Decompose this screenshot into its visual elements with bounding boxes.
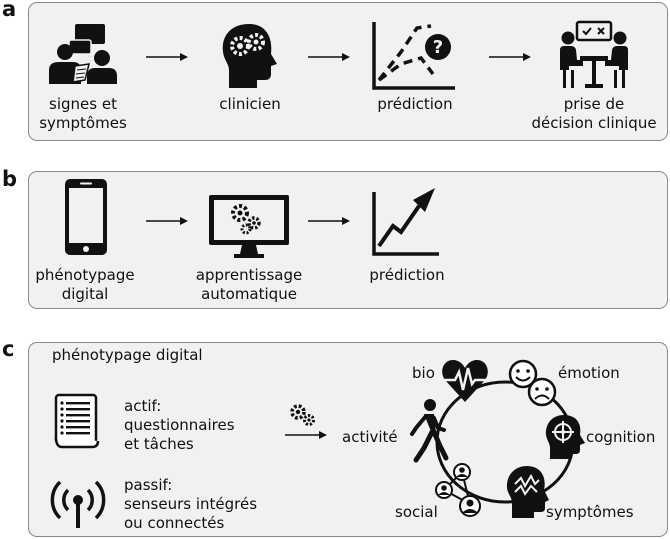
step-label-decision: prise de décision clinique [524,95,664,133]
meeting-table-icon [560,20,628,88]
passive-line: ou connectés [124,514,225,532]
people-conversation-icon [49,24,117,84]
walking-person-icon [410,399,449,463]
step-label-prediction-a: prédiction [377,95,453,113]
cycle-label-social: social [395,503,438,521]
heart-pulse-icon [442,360,488,402]
step-label-line: symptômes [39,114,127,132]
monitor-gears-icon [209,195,289,258]
step-label-line: phénotypage [35,266,135,284]
step-label-line: digital [61,285,109,303]
cycle-label-symptomes: symptômes [546,503,634,521]
cycle-label-emotion: émotion [558,364,620,382]
active-line: questionnaires [124,416,235,434]
step-label-line: automatique [201,285,297,303]
active-line: actif: [124,397,162,415]
passive-line: senseurs intégrés [124,495,258,513]
questionnaire-icon [54,393,100,449]
step-label-apprentissage: apprentissage automatique [184,266,314,304]
symptoms-head-icon [506,466,549,518]
arrow-right-icon [308,217,350,225]
panel-letter-c: c [2,337,15,361]
social-network-icon [435,463,481,517]
passive-line: passif: [124,476,173,494]
step-label-clinicien: clinicien [219,95,281,113]
active-description: actif: questionnaires et tâches [124,397,235,454]
arrow-right-icon [146,217,188,225]
sensor-broadcast-icon [50,480,106,528]
arrow-right-icon [146,53,188,61]
step-label-line: prise de [563,95,625,113]
svg-text:?: ? [433,37,443,58]
arrow-right-icon [489,53,531,61]
smartphone-icon [65,179,107,255]
chart-rising-icon [372,188,439,256]
panel-letter-b: b [2,167,18,191]
chart-question-icon: ? [372,22,455,90]
step-label-line: décision clinique [531,114,657,132]
cycle-label-bio: bio [412,364,435,382]
emotion-faces-icon [508,359,557,407]
step-label-line: apprentissage [195,266,303,284]
passive-description: passif: senseurs intégrés ou connectés [124,476,257,533]
active-line: et tâches [124,435,194,453]
arrow-right-icon [308,53,350,61]
step-label-phenotypage: phénotypage digital [30,266,140,304]
panel-a [28,2,668,141]
panel-b [28,171,668,309]
cycle-label-cognition: cognition [586,428,656,446]
panel-c-title: phénotypage digital [52,346,203,364]
step-label-prediction-b: prédiction [369,266,445,284]
cognition-head-icon [545,415,585,459]
arrow-right-icon [285,431,327,439]
step-label-line: signes et [49,95,117,113]
cycle-label-activite: activité [342,428,398,446]
step-label-signes: signes et symptômes [33,95,133,133]
gears-icon [290,404,315,426]
head-gears-icon [222,24,277,88]
panel-letter-a: a [2,0,17,21]
